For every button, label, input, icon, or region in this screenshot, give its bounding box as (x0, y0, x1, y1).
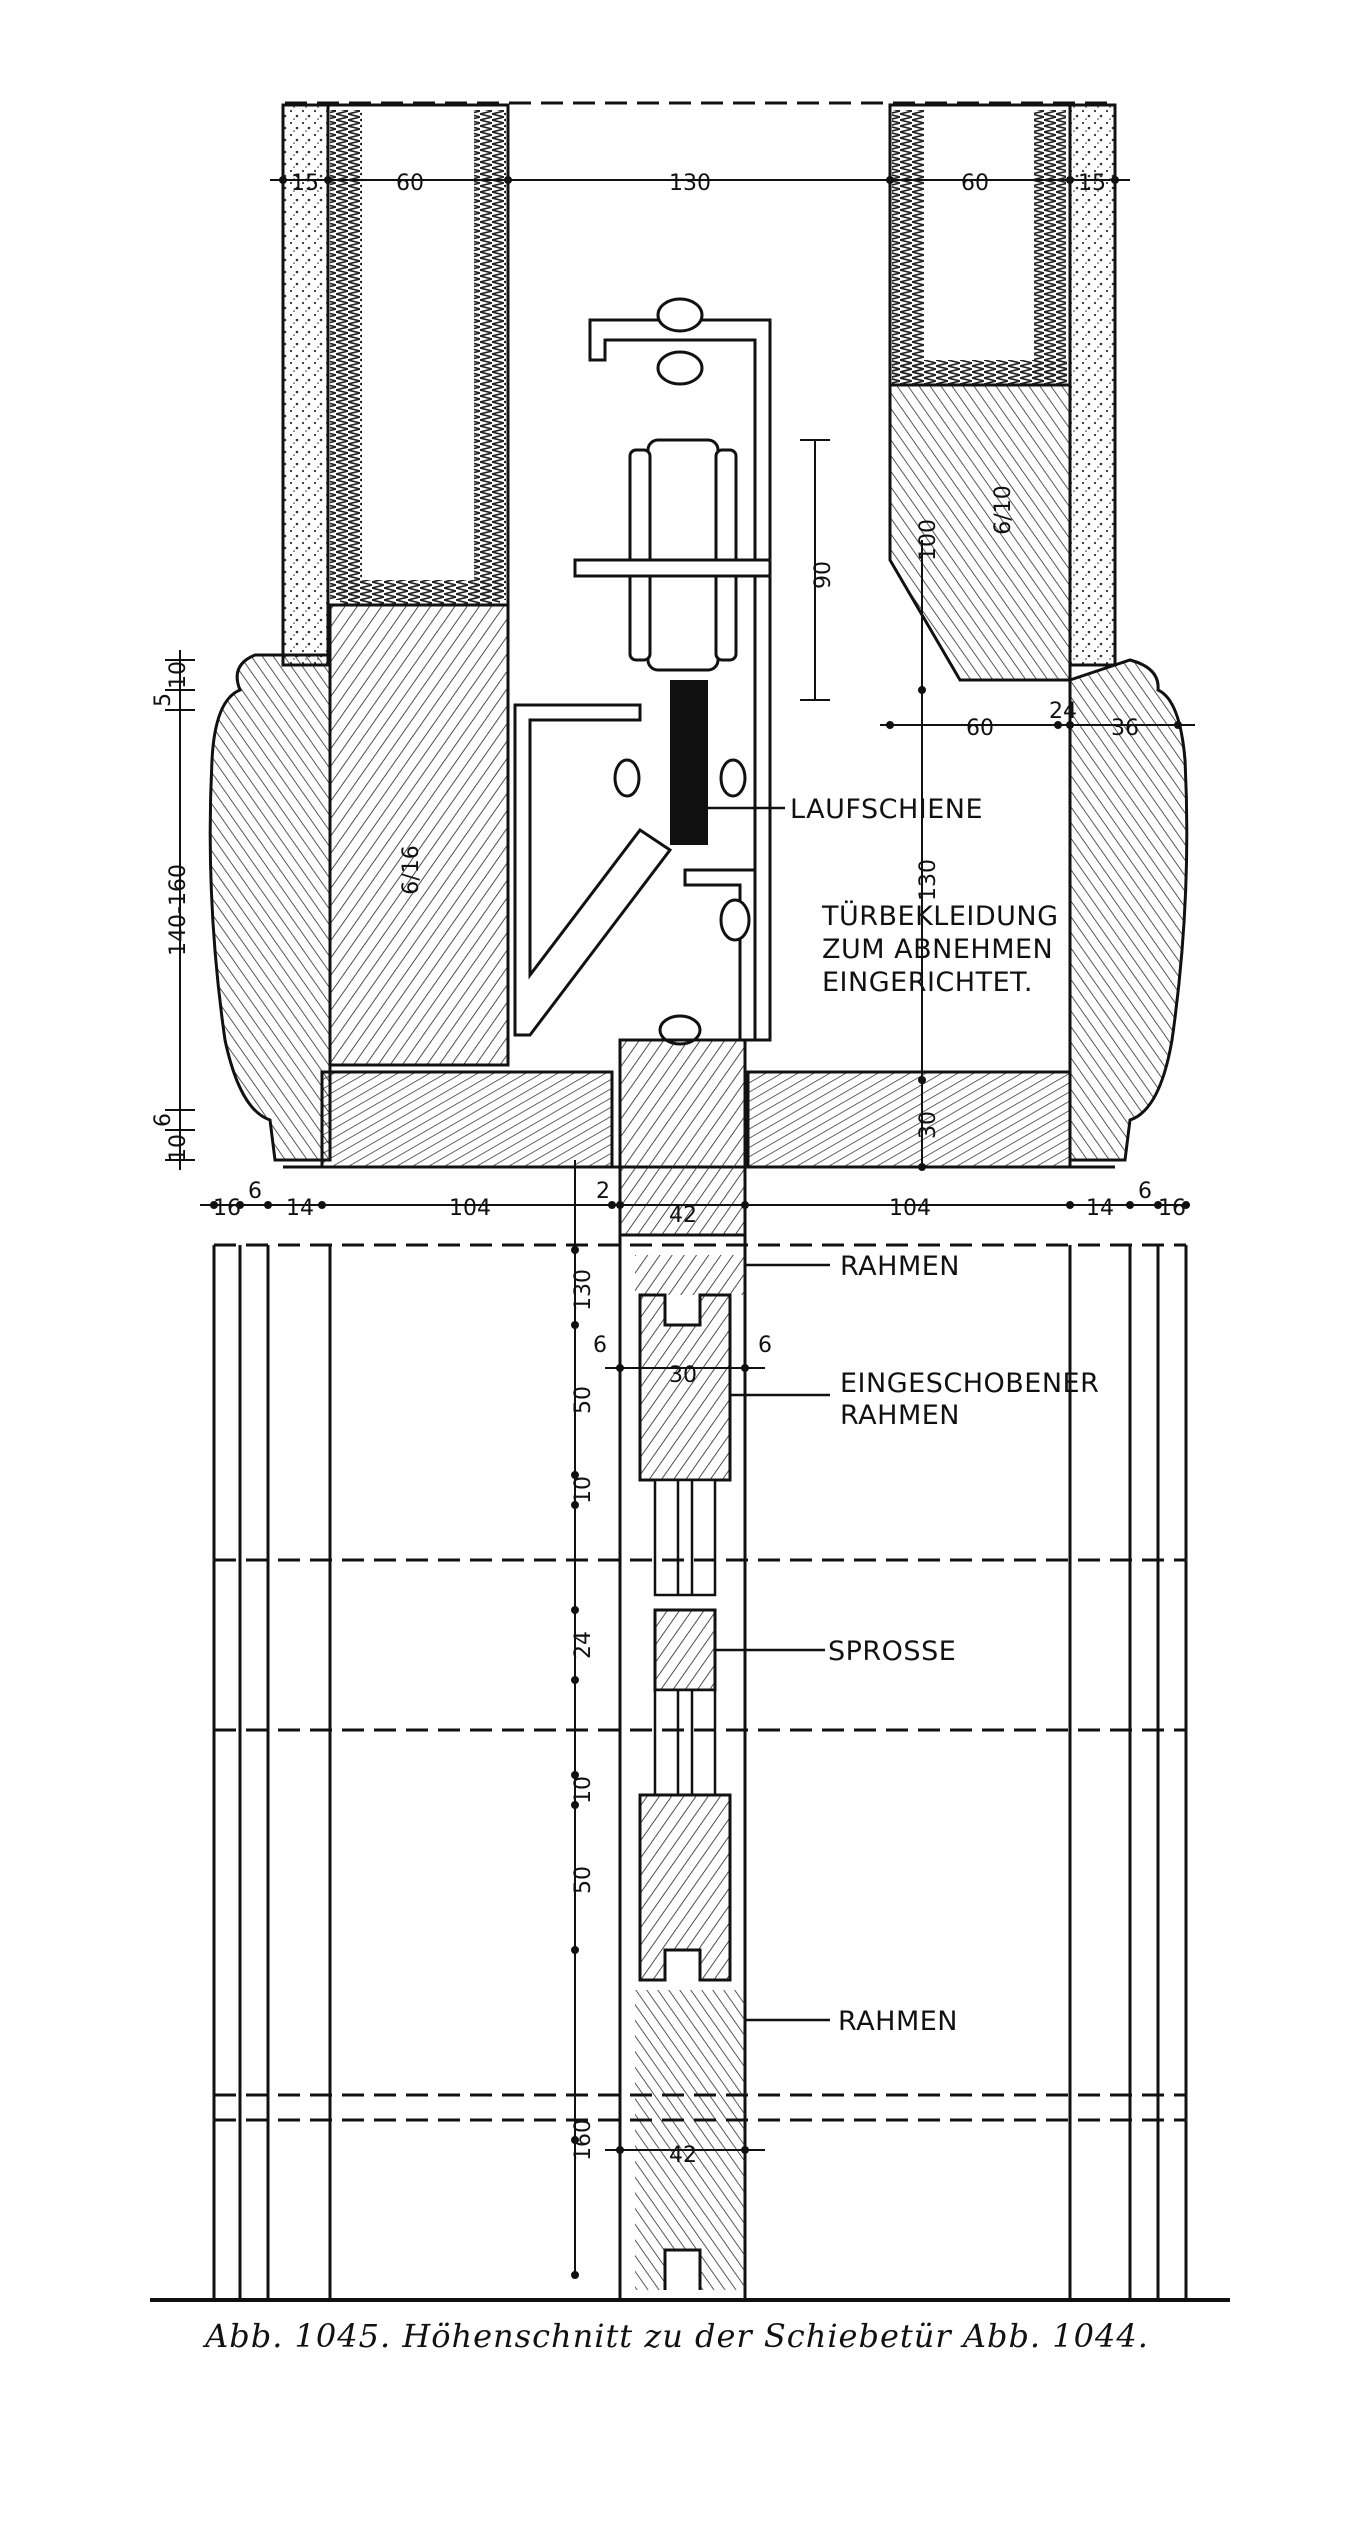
bottom-groove (663, 2248, 702, 2290)
insulation-left-b (474, 110, 506, 600)
dim-lv-10b: 10 (166, 1134, 191, 1162)
sprosse-bar (653, 1608, 717, 1692)
insulation-right-c (892, 360, 1067, 385)
dim-v-130: 130 (916, 859, 941, 901)
glazing-strip-b (653, 1688, 717, 1797)
dim-top-60-left: 60 (396, 171, 424, 196)
timber-post-left (328, 603, 510, 1067)
dim-b-42: 42 (669, 1203, 697, 1228)
plaster-right (1068, 103, 1117, 667)
dim-b-6-right: 6 (1138, 1179, 1152, 1204)
label-tuerbekleidung-3: EINGERICHTET. (822, 967, 1033, 998)
figure-caption: Abb. 1045. Höhenschnitt zu der Schiebetü… (202, 2317, 1149, 2355)
dim-m-6-right: 6 (758, 1333, 772, 1358)
dim-b-104-right: 104 (889, 1196, 931, 1221)
frame-rahmen-top (635, 1255, 745, 1295)
dim-lv-140-160: 140-160 (166, 864, 191, 956)
dim-lv-6: 6 (151, 1113, 176, 1127)
dim-b-104-left: 104 (449, 1196, 491, 1221)
insulation-right-a (892, 110, 924, 380)
dim-top-60-right: 60 (961, 171, 989, 196)
runner-assembly (513, 297, 772, 1046)
label-laufschiene: LAUFSCHIENE (790, 794, 983, 825)
dimension-texts: 15 60 130 60 15 90 100 130 30 60 24 36 1… (151, 171, 1186, 2161)
dim-top-130: 130 (669, 171, 711, 196)
dim-b-2: 2 (596, 1179, 610, 1204)
dim-v-30: 30 (916, 1111, 941, 1139)
door-leaf: 42 30 42 (618, 1038, 747, 2302)
glazing-strip-a (653, 1478, 717, 1597)
dim-m-24: 24 (571, 1631, 596, 1659)
dim-top-15-left: 15 (291, 171, 319, 196)
label-eingeschobener-2: RAHMEN (840, 1400, 960, 1431)
casing-right (1068, 658, 1189, 1162)
dim-m-50b: 50 (571, 1866, 596, 1894)
dim-b-6-left: 6 (248, 1179, 262, 1204)
section-label-left: 6/16 (399, 845, 424, 894)
dim-b-14-left: 14 (286, 1196, 314, 1221)
bracket-arm (513, 703, 673, 1037)
dim-m-10a: 10 (571, 1476, 596, 1504)
lower-clip (683, 868, 757, 1042)
insulation-left-a (330, 110, 362, 600)
dim-m-130: 130 (571, 1269, 596, 1311)
annotation-labels: LAUFSCHIENE TÜRBEKLEIDUNG ZUM ABNEHMEN E… (708, 794, 1099, 2037)
dim-h-36: 36 (1111, 716, 1139, 741)
dim-b-14-right: 14 (1086, 1196, 1114, 1221)
bolt-top (656, 297, 704, 333)
pulley-wheel (573, 438, 772, 672)
dim-m-50a: 50 (571, 1386, 596, 1414)
frame-rahmen-bottom (638, 1793, 732, 1982)
door-top-rail (618, 1038, 747, 1237)
nut-left (613, 758, 641, 798)
plaster-left (281, 103, 330, 667)
dim-m-10b: 10 (571, 1776, 596, 1804)
section-label-right: 6/10 (991, 485, 1016, 534)
lintel-right (746, 1070, 1072, 1169)
label-sprosse: SPROSSE (828, 1636, 956, 1667)
dim-m-6-left: 6 (593, 1333, 607, 1358)
nut-right (719, 758, 747, 798)
dim-b-16-left: 16 (213, 1196, 241, 1221)
dim-v-90: 90 (811, 561, 836, 589)
dim-b-16-right: 16 (1158, 1196, 1186, 1221)
side-panels (150, 1243, 1230, 2302)
timber-wedge-right (888, 383, 1072, 682)
lintel-left (320, 1070, 614, 1169)
label-tuerbekleidung-2: ZUM ABNEHMEN (822, 934, 1053, 965)
upper-wall-section: 6/16 6/10 (281, 101, 1117, 1067)
dim-v-100: 100 (916, 519, 941, 561)
label-rahmen-bottom: RAHMEN (838, 2006, 958, 2037)
bolt-top-b (656, 350, 704, 386)
label-rahmen-top: RAHMEN (840, 1251, 960, 1282)
door-bottom-rail (635, 1990, 745, 2290)
dim-top-15-right: 15 (1078, 171, 1106, 196)
label-eingeschobener-1: EINGESCHOBENER (840, 1368, 1099, 1399)
insulation-right-b (1034, 110, 1066, 380)
insulation-left-c (340, 580, 500, 605)
dim-m-30: 30 (669, 1363, 697, 1388)
dim-m-160: 160 (571, 2119, 596, 2161)
dimension-lines (165, 176, 1195, 2279)
door-head (283, 1070, 1115, 1169)
dim-h-60: 60 (966, 716, 994, 741)
dim-m-42: 42 (669, 2143, 697, 2168)
bolt-lower (719, 898, 751, 942)
dim-lv-5: 5 (151, 693, 176, 707)
casing-profiles (208, 653, 1189, 1162)
label-tuerbekleidung-1: TÜRBEKLEIDUNG (821, 900, 1059, 932)
dim-h-24: 24 (1049, 699, 1077, 724)
laufschiene-rail (670, 680, 708, 845)
casing-left (208, 653, 332, 1162)
dim-lv-10a: 10 (166, 661, 191, 689)
